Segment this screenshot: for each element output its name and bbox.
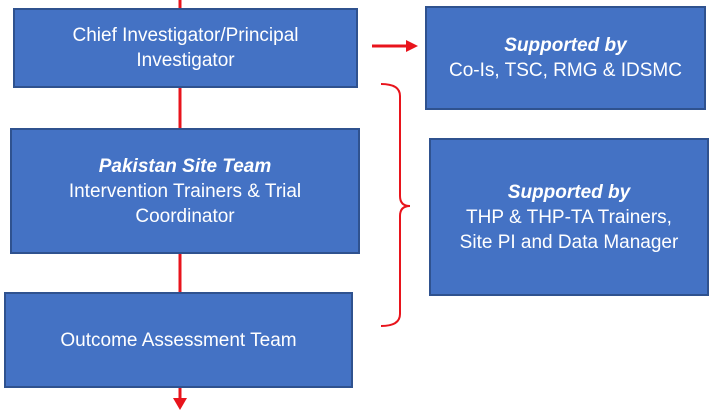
chief-investigator-line2: Investigator (136, 50, 235, 71)
pakistan-site-team-line2: Coordinator (135, 205, 235, 227)
supported-by-trainers-line2: Site PI and Data Manager (459, 231, 679, 253)
outcome-assessment-team-box: Outcome Assessment Team (4, 292, 353, 388)
supported-by-committees-box: Supported by Co-Is, TSC, RMG & IDSMC (425, 6, 706, 110)
supported-by-trainers-line1: THP & THP-TA Trainers, (466, 206, 672, 228)
supported-by-title-top: Supported by (504, 35, 627, 56)
outcome-assessment-team-label: Outcome Assessment Team (60, 329, 297, 351)
chief-investigator-line1: Chief Investigator/Principal (72, 25, 299, 46)
supported-by-title-bottom: Supported by (507, 181, 631, 203)
pakistan-site-team-box: Pakistan Site Team Intervention Trainers… (10, 128, 360, 254)
pakistan-site-team-title: Pakistan Site Team (98, 155, 272, 177)
right-arrow-head (406, 40, 418, 52)
down-arrow-head (173, 398, 187, 410)
chief-investigator-box: Chief Investigator/Principal Investigato… (13, 8, 358, 88)
supported-by-committees-line: Co-Is, TSC, RMG & IDSMC (449, 60, 682, 81)
pakistan-site-team-line1: Intervention Trainers & Trial (68, 180, 302, 202)
supported-by-trainers-box: Supported by THP & THP-TA Trainers, Site… (429, 138, 709, 296)
curly-bracket (380, 83, 411, 327)
